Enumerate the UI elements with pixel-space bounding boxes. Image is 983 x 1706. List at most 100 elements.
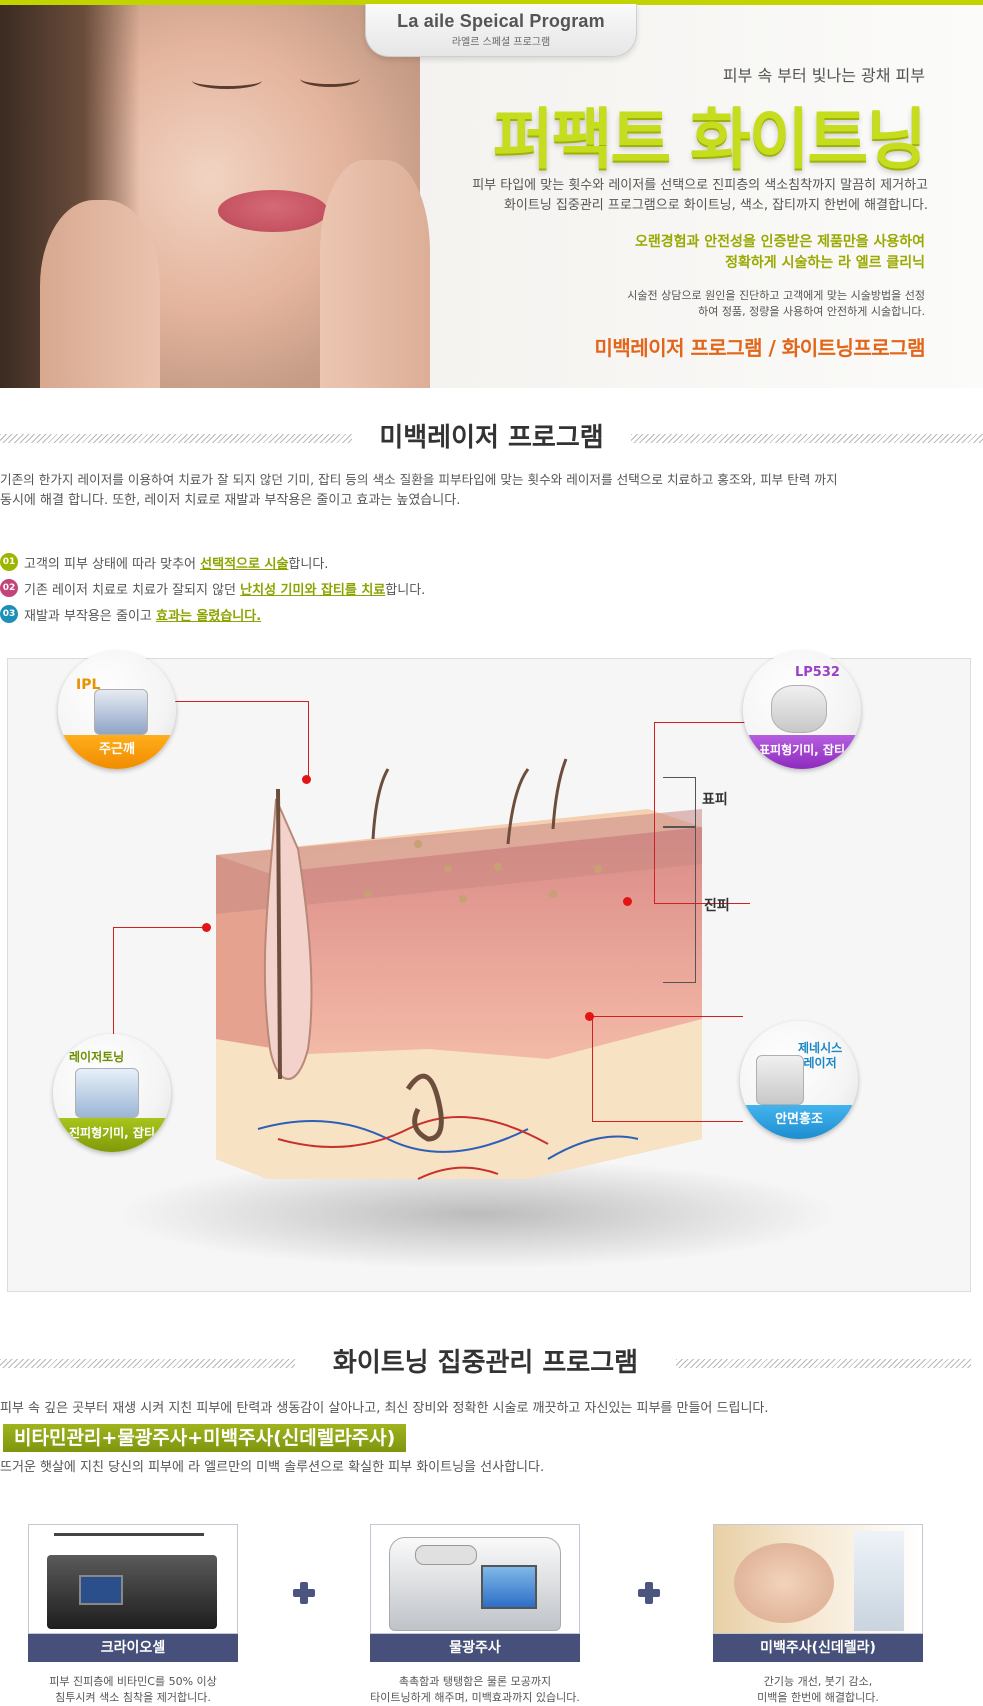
hair-strand [371, 768, 390, 840]
benefit-highlight: 선택적으로 시술 [200, 556, 289, 572]
hair-strand [506, 768, 530, 845]
leader-dot-toning [202, 923, 211, 932]
header-hatch-right [676, 1359, 971, 1368]
device-bubble-genesis[interactable]: 제네시스 레이저 안면홍조 [740, 1021, 858, 1139]
header-hatch-right [631, 434, 983, 443]
hero-title: 퍼팩트 화이트닝 [492, 101, 927, 178]
hair-strand [551, 758, 568, 830]
section-header-laser: 미백레이저 프로그램 [0, 417, 983, 457]
product-desc-line-2: 타이트닝하게 해주며, 미백효과까지 있습니다. [370, 1691, 580, 1704]
water-device-screen [481, 1565, 537, 1609]
product-desc-line-2: 미백을 한번에 해결합니다. [757, 1691, 879, 1704]
program-title: La aile Speical Program [397, 11, 605, 31]
cinderella-photo-face [734, 1543, 834, 1623]
block-shadow [118, 1159, 838, 1269]
header-hatch-left [0, 1359, 295, 1368]
water-device-handpiece [415, 1545, 477, 1565]
device-label-toning: 진피형기미, 잡티 [53, 1118, 171, 1152]
model-left-hand-image [40, 200, 160, 388]
hero-description: 피부 타입에 맞는 횟수와 레이저를 선택으로 진피층의 색소침착까지 말끔히 … [472, 176, 928, 216]
pore [414, 840, 422, 848]
product-desc-line-1: 간기능 개선, 붓기 감소, [763, 1675, 873, 1688]
hero-banner: La aile Speical Program 라엘르 스페셜 프로그램 피부 … [0, 0, 983, 388]
program-subtitle: 라엘르 스페셜 프로그램 [451, 37, 551, 48]
product-desc-water-injection: 촉촉함과 탱탱함은 물론 모공까지 타이트닝하게 해주며, 미백효과까지 있습니… [355, 1674, 595, 1706]
hair-follicle [263, 798, 313, 1080]
device-name-genesis-line-2: 레이저 [803, 1056, 837, 1070]
product-image-water-injection [370, 1524, 580, 1634]
leader-line-ipl [168, 701, 309, 780]
programs-link[interactable]: 미백레이저 프로그램 / 화이트닝프로그램 [594, 336, 926, 360]
hero-small-line-2: 하여 정품, 정량을 사용하여 안전하게 시술합니다. [698, 305, 925, 318]
product-name-cryocell: 크라이오셀 [28, 1634, 238, 1662]
hair-shaft [276, 788, 282, 1080]
model-right-hand-image [320, 160, 430, 388]
laser-intro-line-2: 동시에 해결 합니다. 또한, 레이저 치료로 재발과 부작용은 줄이고 효과는… [0, 493, 461, 508]
product-desc-cinderella: 간기능 개선, 붓기 감소, 미백을 한번에 해결합니다. [698, 1674, 938, 1706]
hero-top-bar [0, 0, 983, 5]
pore [444, 865, 452, 873]
hero-desc-line-2: 화이트닝 집중관리 프로그램으로 화이트닝, 색소, 잡티까지 한번에 해결합니… [503, 198, 928, 213]
leader-dot-lp532 [623, 897, 632, 906]
product-card-water-injection[interactable]: 물광주사 촉촉함과 탱탱함은 물론 모공까지 타이트닝하게 해주며, 미백효과까… [370, 1524, 580, 1706]
whitening-badge: 비타민관리+물광주사+미백주사(신데렐라주사) [3, 1424, 407, 1452]
device-label-genesis: 안면홍조 [740, 1105, 858, 1139]
epidermis-bracket [663, 777, 696, 828]
toning-machine-icon [75, 1068, 139, 1118]
plus-icon [293, 1582, 315, 1604]
device-bubble-toning[interactable]: 레이저토닝 진피형기미, 잡티 [53, 1034, 171, 1152]
hero-tagline: 피부 속 부터 빛나는 광채 피부 [722, 66, 925, 85]
model-right-eye [300, 70, 360, 87]
cryocell-handles [54, 1533, 204, 1558]
pore [594, 865, 602, 873]
leader-line-genesis [592, 1016, 743, 1122]
device-name-lp532: LP532 [795, 665, 840, 680]
blood-vessel-blue [257, 1120, 529, 1153]
laser-benefits-list: 01 고객의 피부 상태에 따라 맞추어 선택적으로 시술 합니다. 02 기존… [0, 549, 700, 627]
skin-layer-illustration [118, 758, 838, 1269]
epidermis-band [216, 809, 702, 914]
model-lips [218, 190, 328, 232]
hero-small-text: 시술전 상담으로 원인을 진단하고 고객에게 맞는 시술방법을 선정 하여 정품… [627, 288, 925, 320]
benefit-text-end: 합니다. [288, 556, 329, 572]
cryocell-screen [79, 1575, 123, 1605]
model-left-eye [192, 72, 262, 89]
device-bubble-ipl[interactable]: IPL 주근깨 [58, 651, 176, 769]
pore [364, 890, 372, 898]
benefit-highlight: 난치성 기미와 잡티를 치료 [240, 582, 386, 598]
header-hatch-left [0, 434, 352, 443]
skin-diagram-panel: 표피 진피 IPL 주근깨 LP532 표피형기미, 잡티 레이저토닝 진피형기… [7, 651, 971, 1292]
product-image-cryocell [28, 1524, 238, 1634]
leader-line-toning [113, 927, 209, 1078]
hero-highlight: 오랜경험과 안전성을 인증받은 제품만을 사용하여 정확하게 시술하는 라 엘르… [635, 232, 925, 274]
leader-line-lp532 [654, 722, 750, 904]
product-card-cinderella[interactable]: 미백주사(신데렐라) 간기능 개선, 붓기 감소, 미백을 한번에 해결합니다. [713, 1524, 923, 1706]
number-badge: 03 [0, 605, 18, 623]
benefit-text: 고객의 피부 상태에 따라 맞추어 [24, 556, 201, 572]
product-card-cryocell[interactable]: 크라이오셀 피부 진피층에 비타민C를 50% 이상 침투시켜 색소 침착을 제… [28, 1524, 238, 1706]
cryocell-device-body [47, 1555, 217, 1629]
benefit-item: 01 고객의 피부 상태에 따라 맞추어 선택적으로 시술 합니다. [0, 549, 700, 575]
hero-small-line-1: 시술전 상담으로 원인을 진단하고 고객에게 맞는 시술방법을 선정 [627, 289, 925, 302]
benefit-item: 03 재발과 부작용은 줄이고 효과는 올렸습니다. [0, 601, 700, 627]
section-title-whitening: 화이트닝 집중관리 프로그램 [332, 1348, 639, 1378]
blood-vessel-blue [547, 1135, 639, 1160]
blood-vessel-red [277, 1116, 549, 1148]
product-name-cinderella: 미백주사(신데렐라) [713, 1634, 923, 1662]
whitening-intro: 피부 속 깊은 곳부터 재생 시켜 지친 피부에 탄력과 생동감이 살아나고, … [0, 1401, 769, 1416]
product-desc-line-1: 촉촉함과 탱탱함은 물론 모공까지 [398, 1675, 552, 1688]
section-title-laser: 미백레이저 프로그램 [379, 423, 604, 453]
product-desc-line-1: 피부 진피층에 비타민C를 50% 이상 [49, 1675, 217, 1688]
number-badge: 01 [0, 553, 18, 571]
device-bubble-lp532[interactable]: LP532 표피형기미, 잡티 [743, 651, 861, 769]
sweat-gland [405, 1073, 444, 1142]
benefit-text: 재발과 부작용은 줄이고 [24, 608, 156, 624]
device-name-genesis: 제네시스 레이저 [798, 1041, 842, 1071]
fat-layer [216, 1019, 702, 1179]
laser-intro-line-1: 기존의 한가지 레이저를 이용하여 치료가 잘 되지 않던 기미, 잡티 등의 … [0, 472, 838, 487]
device-name-genesis-line-1: 제네시스 [798, 1041, 843, 1055]
benefit-text-end: 합니다. [385, 582, 426, 598]
pore [459, 895, 467, 903]
lp532-machine-icon [771, 685, 827, 733]
whitening-sub: 뜨거운 햇살에 지친 당신의 피부에 라 엘르만의 미백 솔루션으로 확실한 피… [0, 1460, 545, 1475]
